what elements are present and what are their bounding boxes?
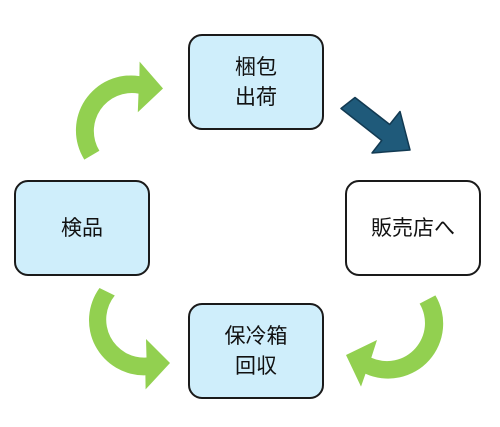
- node-packing-shipping: 梱包 出荷: [188, 34, 324, 130]
- node-inspection-label: 検品: [61, 216, 103, 240]
- node-cooler-collection: 保冷箱 回収: [188, 303, 324, 399]
- node-to-store-label: 販売店へ: [371, 216, 455, 240]
- node-packing-shipping-line1: 梱包: [235, 55, 277, 79]
- cycle-arrow-top-left: [75, 61, 163, 160]
- node-cooler-collection-line2: 回収: [235, 354, 277, 378]
- cycle-arrow-bottom-left: [89, 288, 170, 390]
- node-to-store: 販売店へ: [345, 180, 481, 276]
- node-packing-shipping-line2: 出荷: [235, 85, 277, 109]
- flow-arrow-to-store: [340, 96, 411, 154]
- cycle-arrow-bottom-right: [346, 295, 444, 387]
- node-inspection: 検品: [14, 180, 150, 276]
- node-cooler-collection-line1: 保冷箱: [224, 324, 288, 348]
